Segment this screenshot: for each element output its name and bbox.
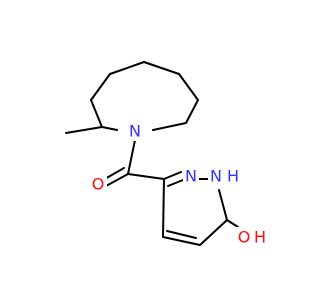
bond-methyl — [65, 126, 103, 134]
bond-ring-c3-n2-a — [163, 171, 182, 180]
bond-azepane-n-left — [101, 126, 118, 131]
atom-n-azepane: N — [129, 122, 141, 141]
bond-n-carbonyl — [127, 139, 136, 175]
bond-azepane-n-right — [152, 122, 187, 131]
bond-ring-c4-c3 — [162, 178, 165, 238]
bond-ring-n1-c6 — [218, 189, 228, 221]
bond-azepane-1 — [90, 99, 103, 128]
bond-ring-c5-c4-b — [166, 230, 197, 239]
bond-ring-c5-c4-a — [162, 236, 201, 246]
atom-nh-h: H — [227, 167, 239, 186]
atom-n-pyridazine: N — [185, 167, 197, 186]
molecule-structure: N O N N H O H — [65, 61, 267, 247]
atom-o-carbonyl: O — [92, 175, 105, 194]
bond-carbonyl-ring — [127, 173, 165, 180]
bond-azepane-5 — [178, 73, 199, 101]
bond-ring-c6-c5 — [199, 219, 228, 246]
atom-nh-n: N — [210, 167, 222, 186]
bond-carbonyl-a — [105, 173, 129, 187]
bond-azepane-6 — [185, 99, 199, 124]
bond-azepane-4 — [143, 61, 180, 75]
bond-hydroxy — [226, 219, 239, 228]
bond-azepane-3 — [109, 61, 145, 75]
atom-oh-o: O — [238, 228, 251, 247]
bond-ring-c3-n2-b — [167, 179, 184, 187]
bond-azepane-2 — [90, 73, 111, 101]
atom-oh-h: H — [254, 228, 266, 247]
